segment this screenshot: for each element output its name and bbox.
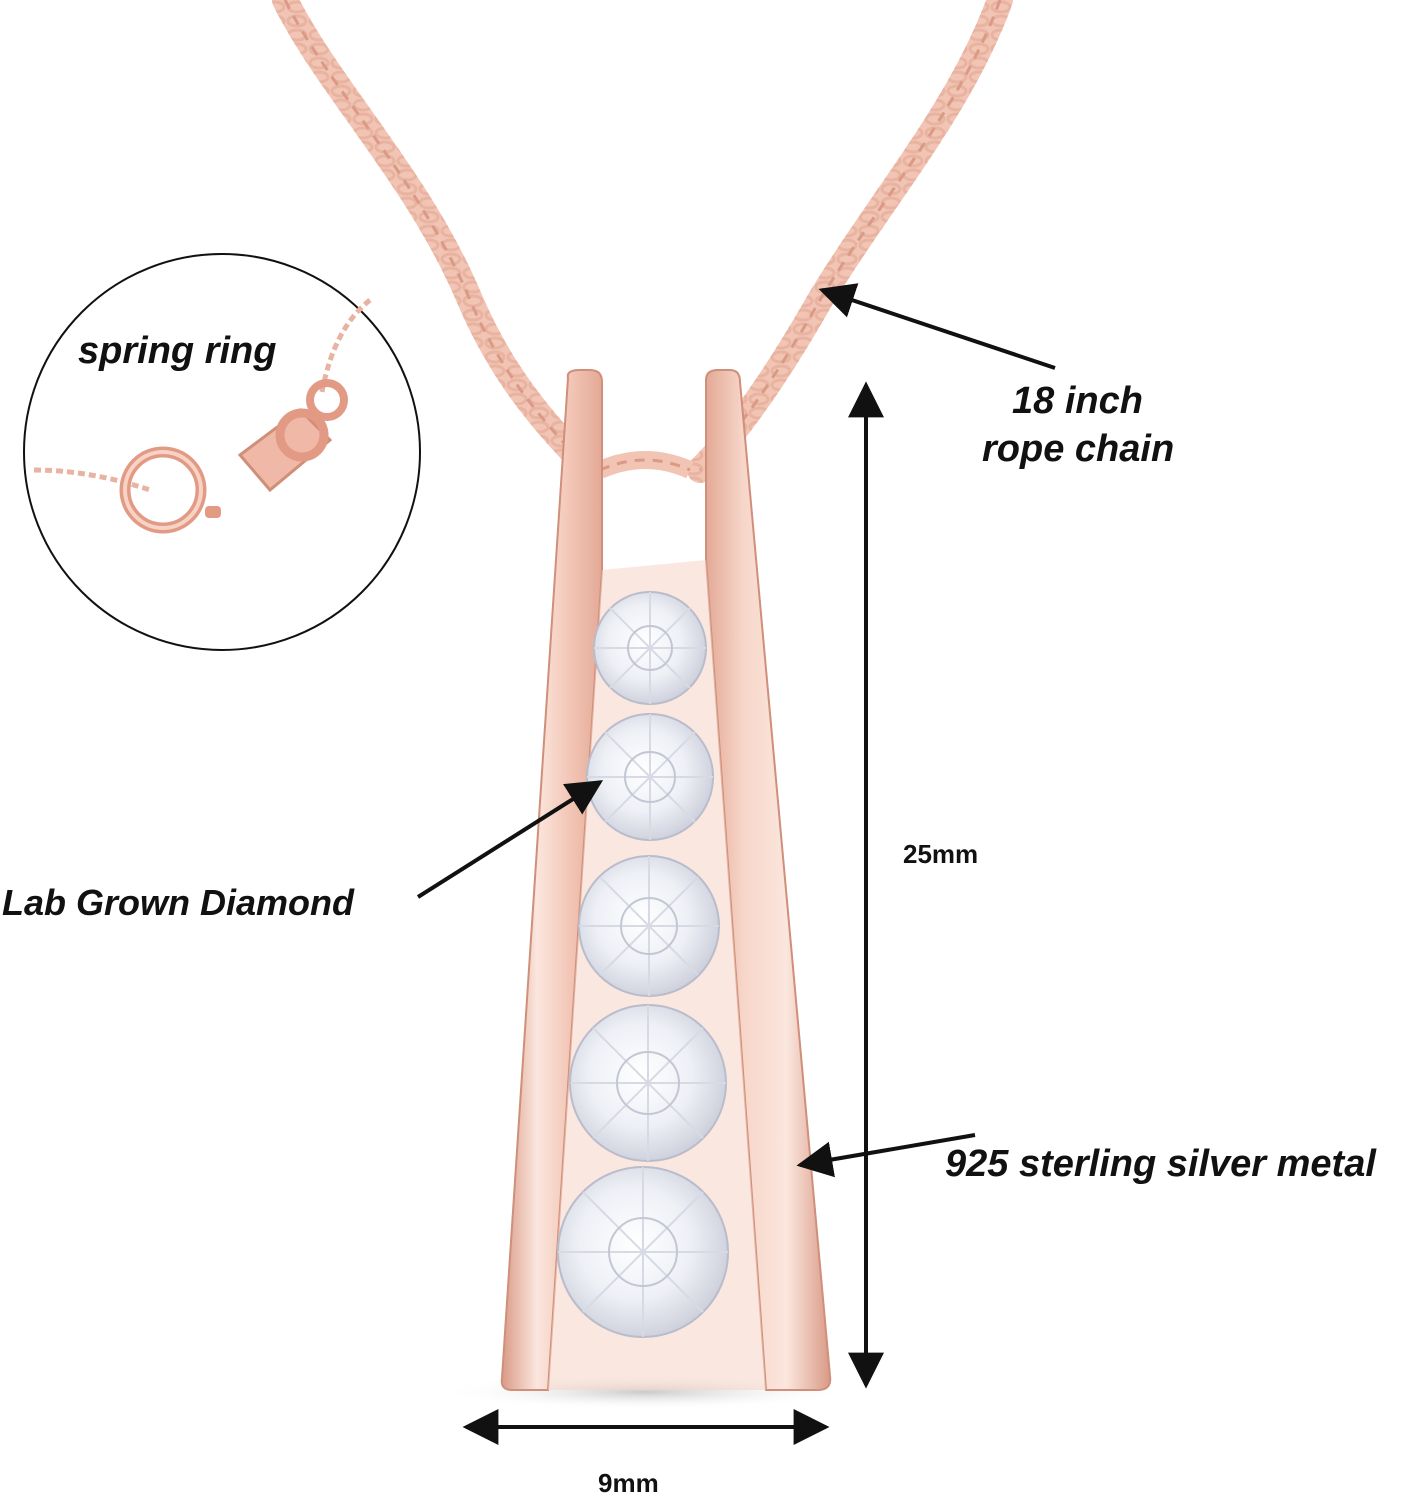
- metal-label: 925 sterling silver metal: [945, 1143, 1376, 1185]
- pendant-right-bar: [705, 369, 832, 1391]
- spring-ring-label: spring ring: [78, 330, 277, 372]
- diamond-stone-1: [593, 591, 707, 705]
- width-dimension-label: 9mm: [598, 1468, 659, 1498]
- inset-chain: [33, 467, 151, 493]
- spring-ring-inset: [23, 253, 421, 651]
- chain-length-label: 18 inch: [1012, 380, 1143, 422]
- chain-type-label: rope chain: [982, 428, 1175, 470]
- diamond-stone-2: [586, 713, 714, 841]
- diamond-stone-3: [578, 855, 720, 997]
- metal-arrow: [796, 1133, 976, 1178]
- height-dimension-label: 25mm: [903, 839, 979, 869]
- diamond-column: [557, 591, 729, 1338]
- diamond-stone-4: [569, 1004, 727, 1162]
- pendant-left-bar: [500, 369, 603, 1391]
- stone-label: Lab Grown Diamond: [2, 882, 355, 923]
- diamond-stone-5: [557, 1166, 729, 1338]
- annotations: [416, 283, 1056, 1445]
- chain-arrow: [818, 283, 1056, 370]
- diamond-arrow: [416, 780, 604, 899]
- jump-ring: [306, 379, 348, 421]
